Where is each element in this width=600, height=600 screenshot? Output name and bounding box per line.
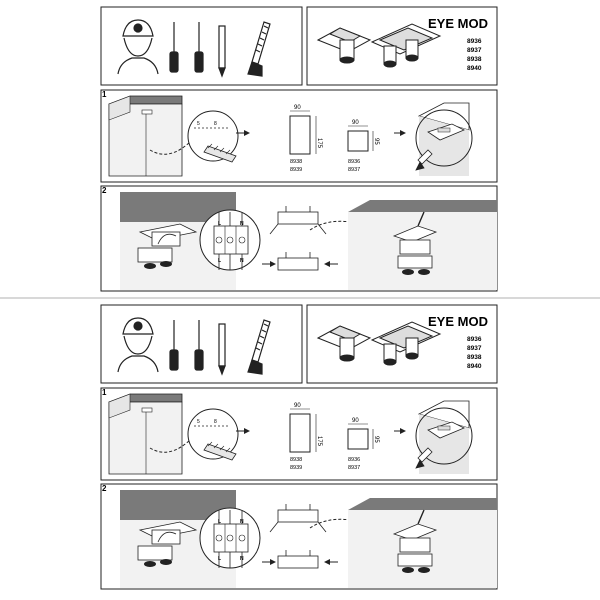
terminal-label: N (240, 258, 244, 264)
text-layer-bottom: EYE MOD 8936 8937 8938 8940 1 2 90 175 8… (102, 314, 488, 562)
step-number: 2 (102, 186, 107, 195)
step-number: 1 (102, 90, 107, 99)
model-number: 8936 (348, 159, 360, 165)
product-title: EYE MOD (428, 314, 488, 329)
model-number: 8939 (290, 465, 302, 471)
text-layer-top: EYE MOD 8936 8937 8938 8940 1 2 90 175 8… (102, 16, 488, 264)
dimension-label: 95 (373, 138, 379, 145)
step-number: 1 (102, 388, 107, 397)
instruction-panel-top (100, 6, 498, 292)
terminal-label: L (218, 258, 221, 264)
dimension-label: 90 (294, 105, 301, 111)
terminal-label: L (218, 556, 221, 562)
model-number: 8938 (290, 159, 302, 165)
product-title: EYE MOD (428, 16, 488, 31)
dimension-label: 175 (316, 436, 322, 447)
dimension-label: 90 (352, 418, 359, 424)
model-number: 8936 (348, 457, 360, 463)
instruction-panel-bottom (100, 304, 498, 590)
model-number: 8940 (467, 65, 482, 72)
model-number: 8938 (467, 354, 482, 361)
model-number: 8937 (348, 465, 360, 471)
cut-mark-label: 8 (214, 121, 217, 127)
dimension-label: 90 (294, 403, 301, 409)
terminal-label: N (240, 556, 244, 562)
model-number: 8937 (467, 345, 482, 352)
terminal-label: L (218, 221, 221, 227)
cut-mark-label: 5 (197, 419, 200, 425)
dimension-label: 175 (316, 138, 322, 149)
terminal-label: N (240, 221, 244, 227)
model-number: 8939 (290, 167, 302, 173)
model-number: 8938 (290, 457, 302, 463)
model-number: 8938 (467, 56, 482, 63)
terminal-label: L (218, 519, 221, 525)
cut-mark-label: 5 (197, 121, 200, 127)
terminal-label: N (240, 519, 244, 525)
model-number: 8940 (467, 363, 482, 370)
model-number: 8936 (467, 38, 482, 45)
step-number: 2 (102, 484, 107, 493)
model-number: 8937 (467, 47, 482, 54)
model-number: 8936 (467, 336, 482, 343)
model-number: 8937 (348, 167, 360, 173)
dimension-label: 95 (373, 436, 379, 443)
cut-mark-label: 8 (214, 419, 217, 425)
dimension-label: 90 (352, 120, 359, 126)
